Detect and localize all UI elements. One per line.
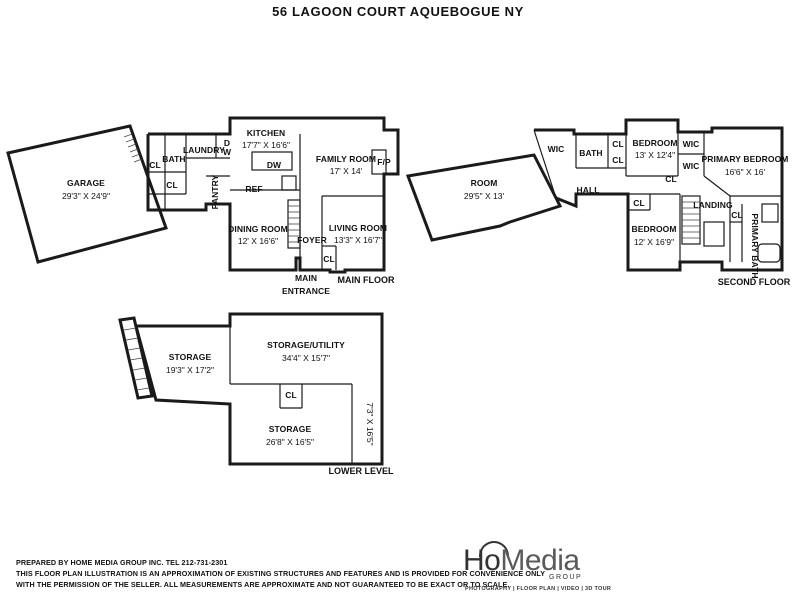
- bedroom-1-closet-label: CL: [665, 174, 677, 184]
- dining-room-dimensions: 12' X 16'6": [238, 236, 278, 246]
- main-floor-label: MAIN FLOOR: [338, 275, 395, 285]
- second-floor-stairs: [681, 195, 725, 247]
- living-room-dimensions: 13'3" X 16'7": [334, 235, 382, 245]
- second-closet-label-2: CL: [612, 155, 624, 165]
- logo-brand-b: Media: [500, 544, 580, 577]
- main-bath-label: BATH: [162, 154, 185, 164]
- family-room-label: FAMILY ROOM: [316, 154, 376, 164]
- primary-bedroom-label: PRIMARY BEDROOM: [702, 154, 789, 164]
- prepared-by-text: PREPARED BY HOME MEDIA GROUP INC. TEL 21…: [16, 558, 228, 567]
- storage-utility-label: STORAGE/UTILITY: [267, 340, 345, 350]
- storage-1-dimensions: 19'3" X 17'2": [166, 365, 214, 375]
- dishwasher-label: DW: [267, 160, 282, 170]
- storage-1-label: STORAGE: [169, 352, 212, 362]
- property-title: 56 LAGOON COURT AQUEBOGUE NY: [272, 4, 524, 19]
- garage-stairs: [123, 133, 143, 163]
- main-floor-plan: GARAGE 29'3" X 24'9" BATH CL CL LAUNDRY …: [6, 116, 400, 296]
- dryer-label: D: [224, 138, 230, 148]
- fireplace-label: F/P: [377, 157, 391, 167]
- home-media-logo: HoMedia GROUP PHOTOGRAPHY | FLOOR PLAN |…: [463, 541, 611, 596]
- lower-level-label: LOWER LEVEL: [329, 466, 395, 476]
- bedroom-1-label: BEDROOM: [632, 138, 677, 148]
- storage-2-label: STORAGE: [269, 424, 312, 434]
- primary-bedroom-dimensions: 16'6" X 16': [725, 167, 766, 177]
- bedroom-2-closet-label: CL: [633, 198, 645, 208]
- wic-label-2: WIC: [683, 139, 700, 149]
- lower-level-walls: [134, 312, 384, 466]
- second-floor-walls: [534, 118, 784, 272]
- wic-label-1: WIC: [548, 144, 565, 154]
- dining-room-label: DINING ROOM: [228, 224, 288, 234]
- wic-label-3: WIC: [683, 161, 700, 171]
- disclaimer-line-2: WITH THE PERMISSION OF THE SELLER. ALL M…: [16, 580, 510, 589]
- bedroom-2-dimensions: 12' X 16'9": [634, 237, 674, 247]
- garage-walls: [6, 124, 168, 264]
- garage-dimensions: 29'3" X 24'9": [62, 191, 110, 201]
- primary-closet-label: CL: [731, 210, 743, 220]
- kitchen-dimensions: 17'7" X 16'6": [242, 140, 290, 150]
- logo-group-text: GROUP: [549, 574, 583, 581]
- bedroom-2-label: BEDROOM: [631, 224, 676, 234]
- landing-label: LANDING: [693, 200, 733, 210]
- disclaimer-footer: PREPARED BY HOME MEDIA GROUP INC. TEL 21…: [16, 557, 546, 590]
- main-entrance-label-2: ENTRANCE: [282, 286, 330, 296]
- foyer-closet-label: CL: [323, 254, 335, 264]
- main-stairs: [287, 199, 301, 249]
- room-label: ROOM: [471, 178, 498, 188]
- main-floor-walls: [146, 116, 400, 274]
- lower-closet-label: CL: [285, 390, 297, 400]
- storage-2-dimensions: 26'8" X 16'5": [266, 437, 314, 447]
- kitchen-island: [251, 151, 293, 171]
- main-closet-label-2: CL: [166, 180, 178, 190]
- laundry-label: LAUNDRY: [183, 145, 225, 155]
- main-closet-label-1: CL: [149, 160, 161, 170]
- storage-side-dimensions: 7'3" X 16'5": [365, 402, 375, 445]
- second-bath-label: BATH: [579, 148, 602, 158]
- hall-label: HALL: [576, 185, 599, 195]
- bedroom-1-dimensions: 13' X 12'4": [635, 150, 675, 160]
- logo-tagline: PHOTOGRAPHY | FLOOR PLAN | VIDEO | 3D TO…: [465, 586, 612, 592]
- garage-label: GARAGE: [67, 178, 105, 188]
- logo-wordmark: HoMedia: [463, 546, 580, 576]
- primary-bath-label: PRIMARY BATH: [750, 213, 760, 278]
- fridge-label: REF: [245, 184, 262, 194]
- family-room-dimensions: 17' X 14': [330, 166, 363, 176]
- second-floor-label: SECOND FLOOR: [718, 277, 791, 287]
- living-room-label: LIVING ROOM: [329, 223, 387, 233]
- disclaimer-line-1: THIS FLOOR PLAN ILLUSTRATION IS AN APPRO…: [16, 569, 546, 578]
- room-dimensions: 29'5" X 13': [464, 191, 505, 201]
- second-closet-label-1: CL: [612, 139, 624, 149]
- kitchen-label: KITCHEN: [247, 128, 285, 138]
- pantry-label: PANTRY: [210, 174, 220, 209]
- washer-label: W: [223, 147, 232, 157]
- logo-brand-a: Ho: [463, 544, 501, 577]
- lower-level-plan: STORAGE 19'3" X 17'2" STORAGE/UTILITY 34…: [118, 312, 395, 476]
- room-walls: [405, 153, 563, 242]
- main-entrance-label-1: MAIN: [295, 273, 317, 283]
- storage-utility-dimensions: 34'4" X 15'7": [282, 353, 330, 363]
- lower-exterior-stairs: [118, 316, 154, 400]
- foyer-label: FOYER: [297, 235, 327, 245]
- second-floor-plan: ROOM 29'5" X 13' WIC BATH CL CL HALL BED…: [405, 118, 791, 287]
